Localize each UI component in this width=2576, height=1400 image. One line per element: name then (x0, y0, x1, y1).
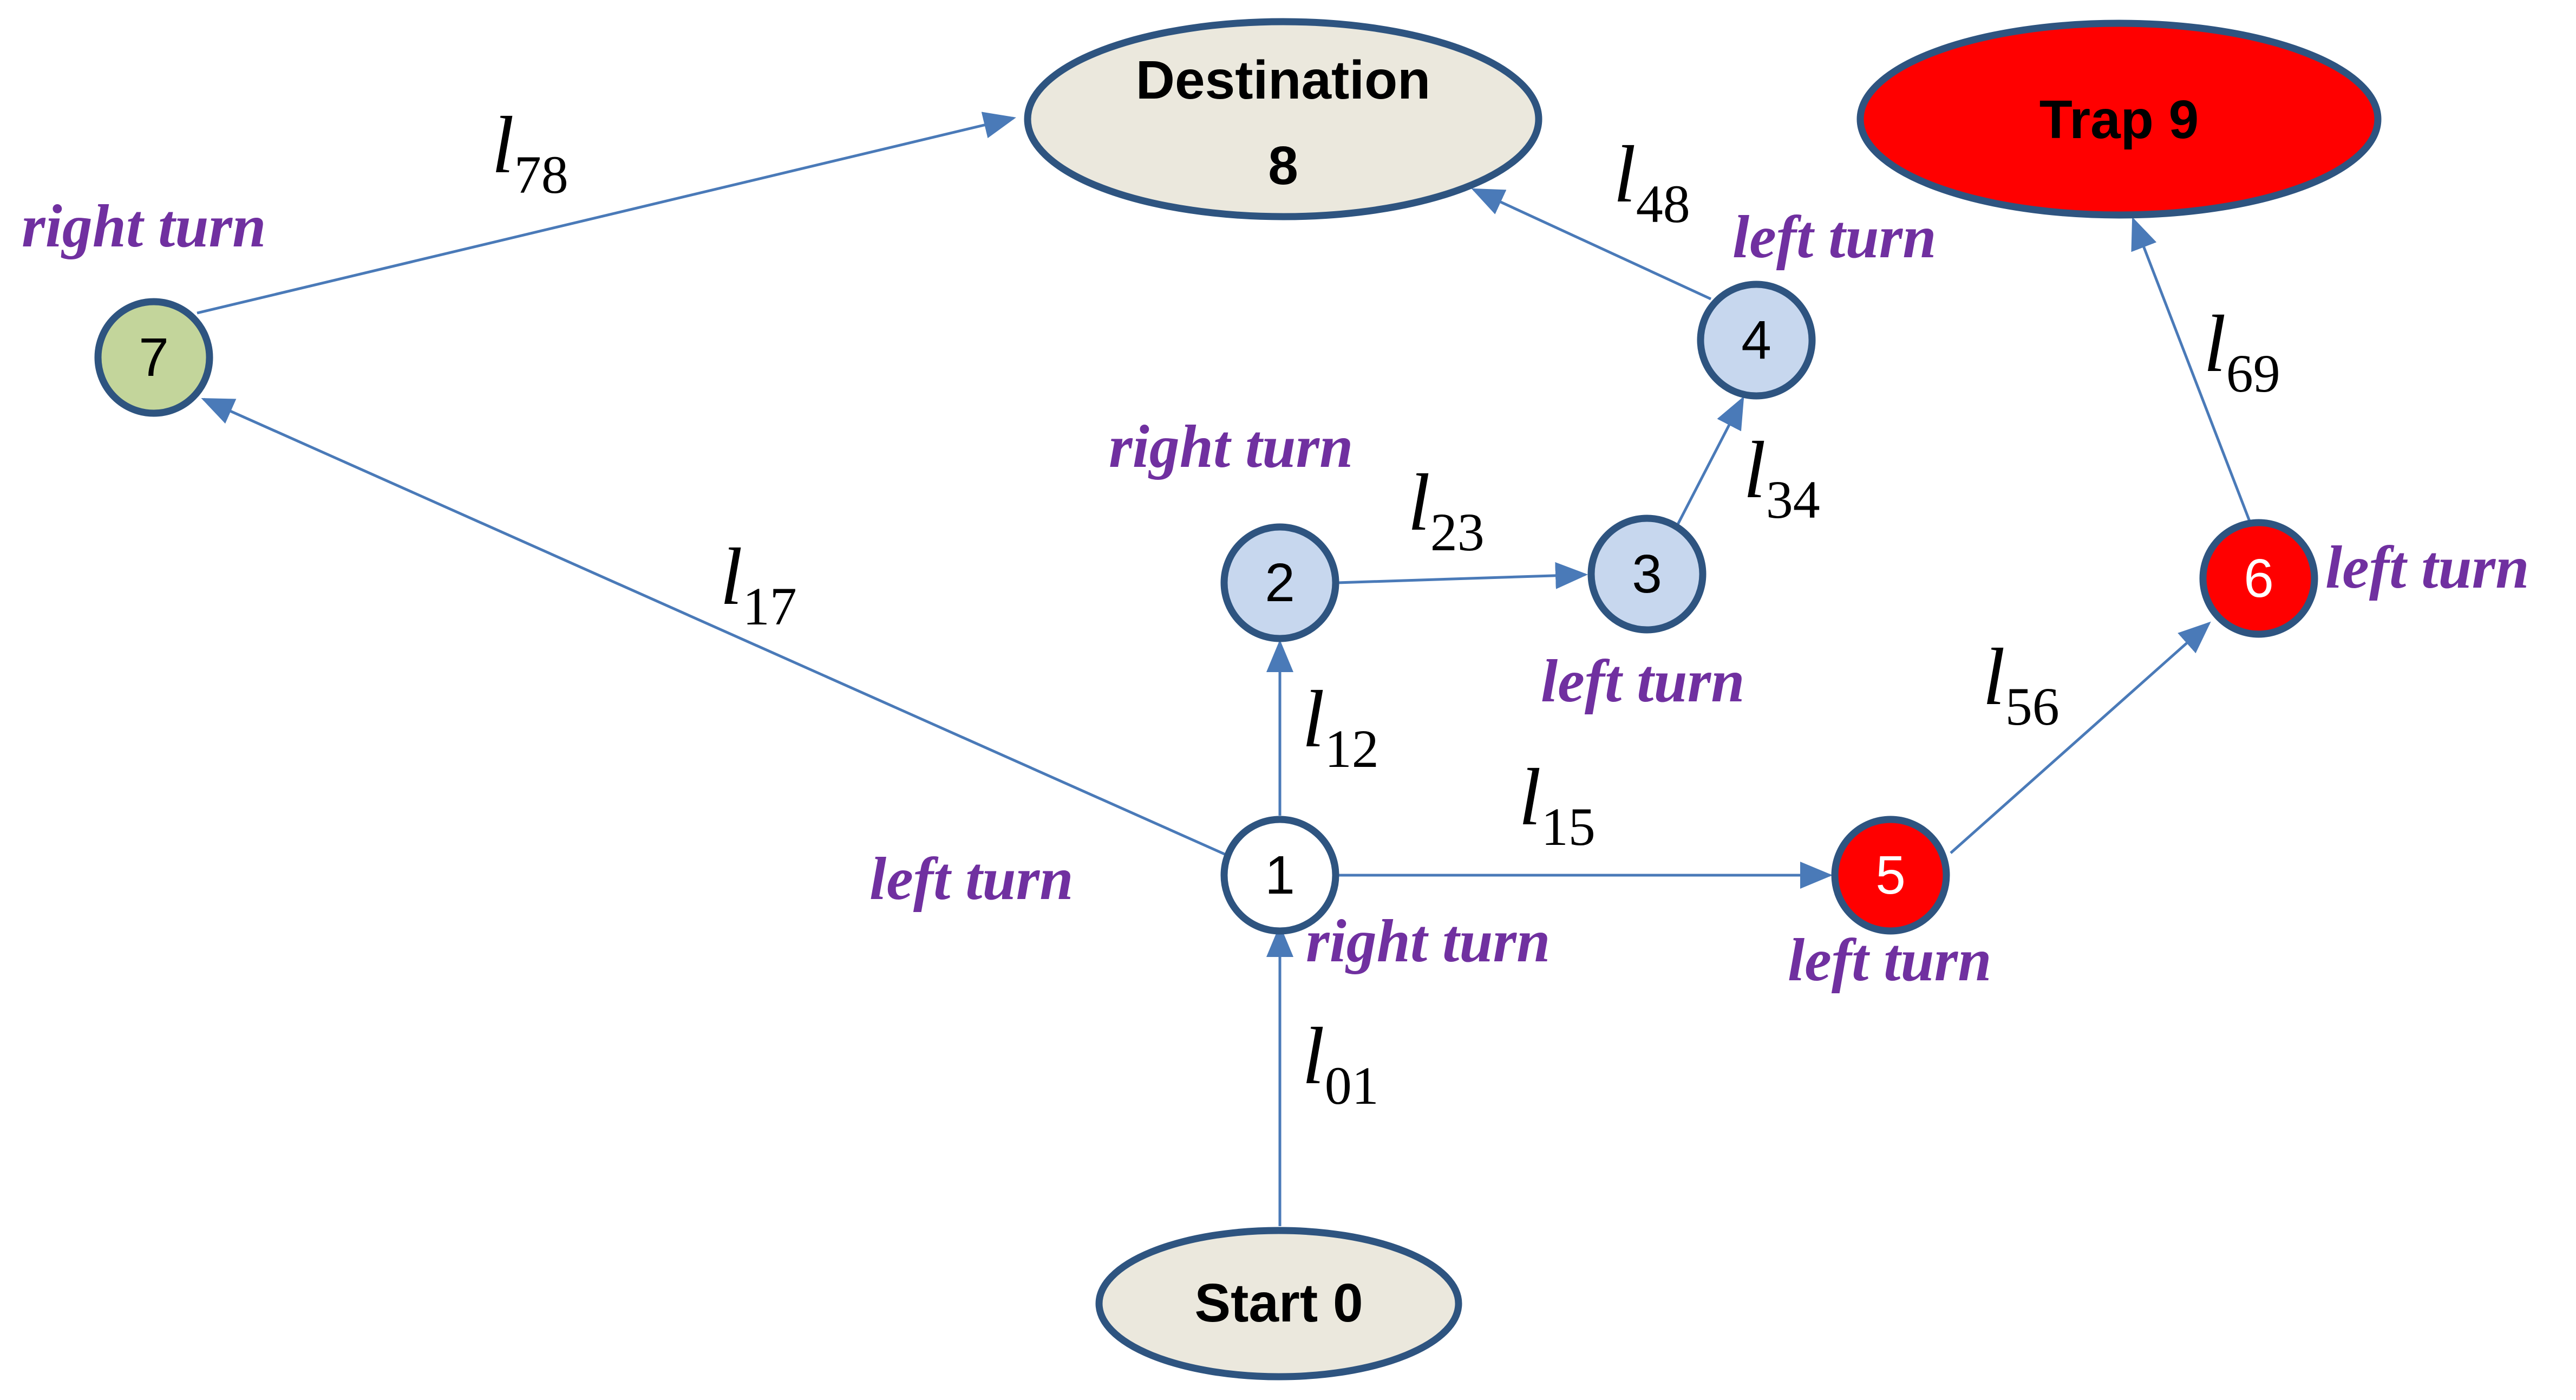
trap-node: Trap 9 (1856, 19, 2382, 219)
edge-label-l34: l34 (1743, 425, 1820, 530)
edges (197, 112, 2251, 1226)
edge-labels: l01 l12 l15 l17 l23 l34 l48 l56 l69 l78 (492, 100, 2280, 1116)
node-4: 4 (1697, 281, 1816, 400)
start-node-label: Start 0 (1194, 1273, 1363, 1333)
node-3: 3 (1587, 515, 1707, 634)
turn-label-node-4: left turn (1732, 204, 1937, 271)
edge-l48 (1471, 188, 1712, 301)
edge-label-l01: l01 (1302, 1011, 1379, 1116)
turn-label-node-6: left turn (2325, 534, 2529, 601)
edge-l69 (2131, 217, 2251, 522)
edge-label-l56: l56 (1983, 632, 2060, 737)
edge-label-l48: l48 (1613, 129, 1690, 234)
node-2-label: 2 (1265, 552, 1295, 613)
trap-node-label: Trap 9 (2039, 89, 2199, 150)
node-6-label: 6 (2244, 548, 2274, 609)
edge-l17 (201, 398, 1227, 856)
node-7-label: 7 (139, 327, 169, 388)
edge-label-l23: l23 (1408, 458, 1485, 562)
edge-label-l78: l78 (492, 100, 568, 205)
node-1: 1 (1220, 816, 1339, 935)
turn-labels: right turn right turn left turn left tur… (22, 193, 2529, 994)
edge-l78 (197, 112, 1016, 315)
node-6: 6 (2199, 519, 2318, 638)
edge-label-l12: l12 (1302, 674, 1379, 779)
start-node: Start 0 (1095, 1227, 1462, 1381)
turn-label-node-7: right turn (22, 193, 266, 260)
destination-node-label: Destination (1136, 50, 1430, 110)
node-5-label: 5 (1875, 845, 1906, 906)
edge-l23 (1337, 562, 1588, 589)
node-1-label: 1 (1265, 845, 1295, 906)
node-3-label: 3 (1632, 544, 1662, 604)
edge-label-l15: l15 (1519, 752, 1596, 857)
turn-label-node-2: right turn (1109, 413, 1353, 480)
node-7: 7 (94, 298, 213, 417)
turn-label-node-1-left: left turn (869, 845, 1074, 913)
turn-label-node-1-right: right turn (1306, 908, 1550, 975)
edge-label-l69: l69 (2204, 299, 2280, 403)
turn-label-node-3: left turn (1541, 648, 1745, 715)
destination-node-number: 8 (1268, 135, 1298, 196)
node-5: 5 (1831, 816, 1950, 935)
edge-l56 (1950, 621, 2211, 854)
edge-l34 (1676, 396, 1744, 526)
node-2: 2 (1220, 523, 1339, 642)
edge-label-l17: l17 (720, 532, 797, 636)
node-4-label: 4 (1741, 310, 1771, 370)
destination-node: Destination 8 (1024, 18, 1542, 220)
turn-label-node-5: left turn (1788, 927, 1992, 994)
